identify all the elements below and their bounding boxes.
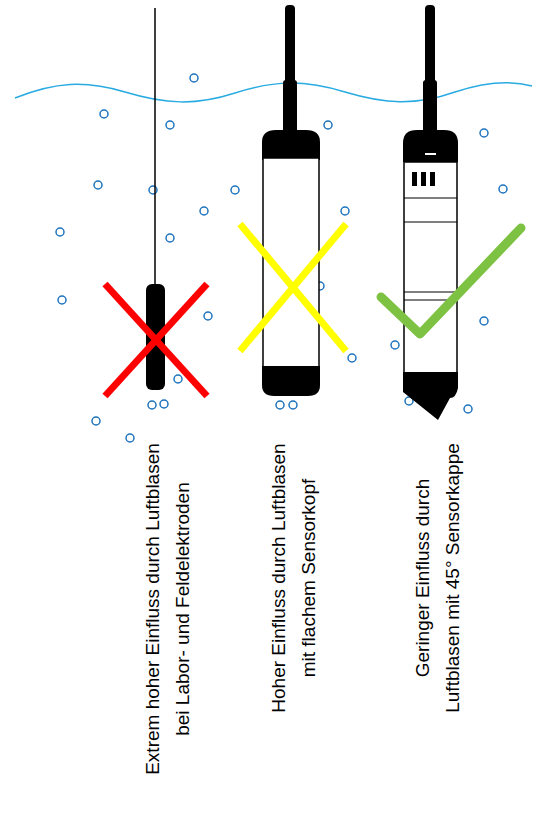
air-bubble [480, 129, 488, 137]
air-bubble [348, 354, 356, 362]
air-bubble [160, 400, 168, 408]
yellow-cross-part [240, 224, 346, 351]
air-bubble [464, 405, 472, 413]
angled-cap-sensor-part [403, 130, 458, 162]
air-bubble [391, 341, 399, 349]
yellow-cross-part [240, 224, 346, 351]
air-bubble [56, 228, 64, 236]
air-bubble [148, 401, 156, 409]
caption-label: Extrem hoher Einfluss durch Luftblasen b… [138, 440, 198, 778]
flat-head-sensor-part [262, 366, 320, 396]
lab-electrode-part [154, 8, 156, 290]
red-cross-part [105, 284, 207, 396]
angled-cap-sensor-part [404, 197, 457, 198]
angled-cap-sensor-part [404, 162, 457, 374]
air-bubble [499, 185, 507, 193]
angled-cap-sensor-part [423, 80, 437, 135]
yellow-cross [240, 224, 346, 351]
air-bubble [166, 234, 174, 242]
air-bubble [204, 312, 212, 320]
air-bubble [166, 121, 174, 129]
green-check [381, 228, 521, 334]
air-bubble [276, 401, 284, 409]
angled-cap-sensor [403, 5, 458, 420]
air-bubble [100, 110, 108, 118]
angled-cap-sensor-part [404, 221, 457, 222]
water-surface [15, 83, 532, 102]
angled-cap-sensor-part [430, 172, 435, 186]
air-bubble [149, 186, 157, 194]
air-bubble [480, 317, 488, 325]
air-bubble [289, 401, 297, 409]
angled-cap-sensor-part [412, 172, 417, 186]
air-bubble [92, 417, 100, 425]
angled-cap-sensor-part [403, 372, 458, 420]
red-cross [105, 284, 207, 396]
green-check-part [381, 228, 521, 334]
air-bubble [341, 207, 349, 215]
red-cross-part [105, 284, 207, 396]
angled-cap-sensor-part [425, 5, 435, 85]
angled-cap-sensor-part [425, 153, 436, 155]
flat-head-sensor-part [285, 5, 295, 85]
air-bubble [174, 375, 182, 383]
flat-head-sensor-part [283, 80, 297, 135]
caption-label: Hoher Einfluss durch Luftblasen mit flac… [264, 440, 324, 716]
caption-label: Geringer Einfluss durch Luftblasen mit 4… [408, 440, 468, 716]
air-bubble [200, 207, 208, 215]
flat-head-sensor-part [262, 130, 320, 160]
flat-head-sensor [262, 5, 320, 396]
air-bubbles [56, 74, 507, 442]
air-bubble [190, 74, 198, 82]
angled-cap-sensor-part [404, 291, 457, 292]
air-bubble [126, 434, 134, 442]
air-bubble [94, 181, 102, 189]
air-bubble [324, 121, 332, 129]
angled-cap-sensor-part [421, 172, 426, 186]
air-bubble [58, 296, 66, 304]
air-bubble [231, 186, 239, 194]
